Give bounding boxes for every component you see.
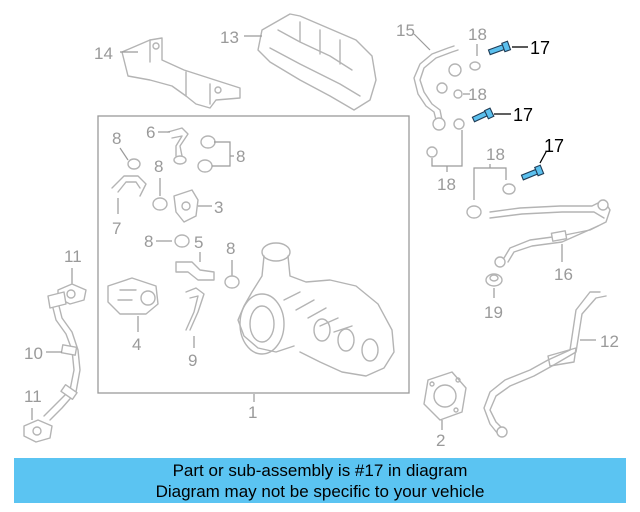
callout-17-middle: 17 [513, 105, 533, 125]
callout-8-top-right: 8 [236, 147, 245, 166]
callout-18-right: 18 [486, 145, 505, 164]
callout-17-right: 17 [544, 136, 564, 156]
part-19-plug [485, 273, 503, 287]
callout-18-left: 18 [437, 175, 456, 194]
callout-4: 4 [132, 335, 141, 354]
callout-19: 19 [484, 303, 503, 322]
callout-17-top: 17 [530, 38, 550, 58]
callout-5: 5 [194, 233, 203, 252]
banner-line-disclaimer: Diagram may not be specific to your vehi… [155, 482, 485, 501]
washer-18-c [453, 118, 465, 130]
turbo-assembly-frame [97, 115, 410, 394]
callout-12: 12 [600, 332, 619, 351]
washer-18-f [502, 183, 516, 195]
washer-18-a [469, 61, 481, 71]
part-13-heat-shield [257, 13, 377, 111]
washer-18-b [453, 89, 463, 99]
part-3-valve [173, 189, 199, 223]
bolt-17-middle [471, 107, 495, 123]
part-9-hose [185, 287, 205, 331]
callout-16: 16 [554, 265, 573, 284]
callout-3: 3 [214, 198, 223, 217]
callout-11-top: 11 [64, 247, 82, 266]
part-15-oil-line [413, 45, 462, 131]
clamp-8-d [152, 197, 168, 211]
callout-18-top: 18 [468, 25, 487, 44]
part-7-hose [111, 175, 147, 197]
banner-line-part: Part or sub-assembly is #17 in diagram [172, 461, 468, 480]
part-2-gasket [423, 371, 467, 421]
clamp-8-f [224, 275, 240, 289]
clamp-8-e [174, 234, 190, 248]
callout-13: 13 [220, 28, 239, 47]
part-6-hose [167, 127, 189, 165]
callout-8-right: 8 [226, 239, 235, 258]
callout-9: 9 [188, 351, 197, 370]
bolt-17-top [487, 40, 512, 56]
part-1-turbocharger [237, 242, 395, 377]
callout-8-left: 8 [112, 129, 121, 148]
callout-15: 15 [396, 21, 415, 40]
clamp-8-c [127, 158, 141, 170]
callout-18-mid: 18 [468, 85, 487, 104]
part-5-hose [175, 261, 215, 281]
washer-18-e [466, 205, 482, 219]
part-16-coolant-line [489, 199, 611, 268]
callout-1: 1 [248, 403, 257, 422]
part-14-bracket [121, 37, 241, 109]
washer-18-d [426, 146, 438, 158]
callout-14: 14 [94, 44, 113, 63]
bolt-17-right [520, 164, 545, 181]
part-10-oil-return-pipe [43, 291, 81, 421]
part-12-return-line [483, 291, 607, 438]
callout-11-bottom: 11 [24, 387, 42, 406]
part-11-gasket-bottom [23, 419, 53, 443]
callout-6: 6 [146, 123, 155, 142]
callout-8-mid: 8 [154, 157, 163, 176]
callout-10: 10 [24, 344, 43, 363]
callout-8-row: 8 [144, 232, 153, 251]
clamp-8-a [200, 135, 216, 149]
part-4-actuator [107, 277, 159, 315]
callout-7: 7 [112, 219, 121, 238]
part-info-banner: Part or sub-assembly is #17 in diagram D… [14, 458, 626, 503]
callout-2: 2 [436, 431, 445, 450]
clamp-8-b [197, 159, 213, 173]
